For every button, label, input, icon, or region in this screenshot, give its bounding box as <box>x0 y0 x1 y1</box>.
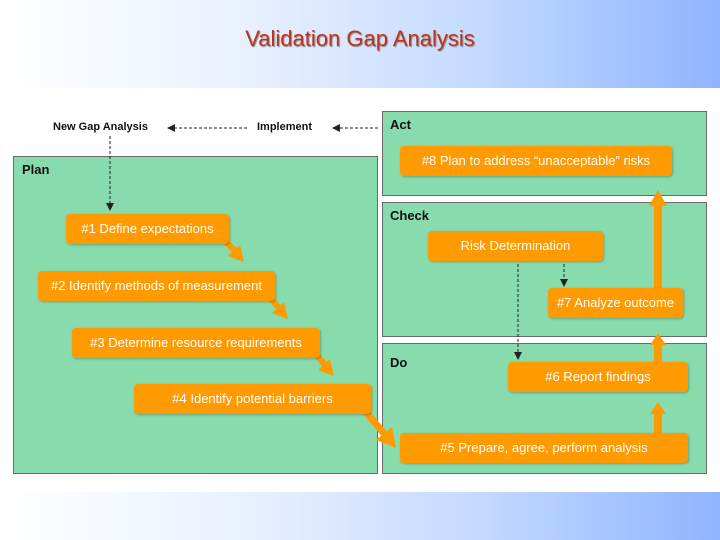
step4-to-step5-arrowhead <box>376 427 396 448</box>
slide-title: Validation Gap Analysis <box>245 26 475 51</box>
step-8-box: #8 Plan to address “unacceptable” risks <box>400 146 672 176</box>
step7-to-step8-shaft <box>654 205 662 289</box>
step5-to-step6-arrowhead <box>650 402 666 414</box>
plan-label: Plan <box>22 162 50 177</box>
step1-to-step2-arrowhead <box>228 245 244 262</box>
step5-to-step6-shaft <box>654 414 662 434</box>
do-label: Do <box>390 355 408 370</box>
step-3-box: #3 Determine resource requirements <box>72 328 320 358</box>
risk-determination-box: Risk Determination <box>428 231 603 261</box>
step7-to-step8-arrowhead <box>649 190 667 206</box>
step6-to-step7-arrowhead <box>650 333 666 345</box>
step4-to-step5-arrow <box>363 409 389 439</box>
step-1-box: #1 Define expectations <box>66 214 229 244</box>
step-5-box: #5 Prepare, agree, perform analysis <box>400 433 688 463</box>
act-label: Act <box>390 117 411 132</box>
new-gap-analysis-label: New Gap Analysis <box>53 121 148 133</box>
implement-label: Implement <box>257 121 313 133</box>
step6-to-step7-shaft <box>654 344 662 362</box>
step2-to-step3-arrowhead <box>272 302 288 319</box>
step-2-box: #2 Identify methods of measurement <box>38 271 275 301</box>
footer-band <box>0 492 720 540</box>
plan-panel <box>13 156 378 474</box>
header-band <box>0 0 720 88</box>
step-6-box: #6 Report findings <box>508 362 688 392</box>
step-7-box: #7 Analyze outcome <box>548 288 683 318</box>
step-4-box: #4 Identify potential barriers <box>134 384 371 414</box>
step3-to-step4-arrowhead <box>318 359 334 376</box>
check-label: Check <box>390 208 430 223</box>
